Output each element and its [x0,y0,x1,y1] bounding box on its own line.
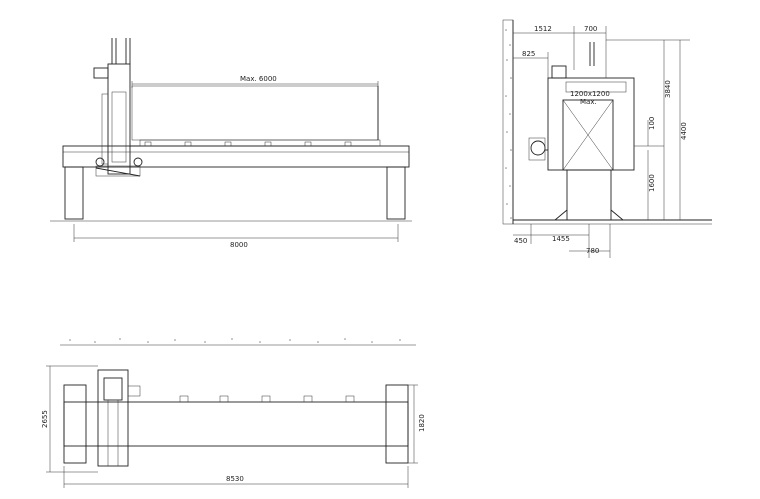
side-dim-1455: 1455 [531,224,590,258]
svg-text:1455: 1455 [552,235,570,243]
top-ground-hatch [60,338,416,346]
side-motor-block [551,65,567,79]
side-dim-1600: 1600 [647,150,656,220]
top-left-foot [63,384,87,464]
panel-size-label: 1200x1200 [570,90,610,98]
top-view: 2655 1820 8530 [41,338,426,488]
svg-text:4400: 4400 [680,122,688,140]
svg-text:780: 780 [586,247,599,255]
side-dim-1512: 1512 [513,25,575,70]
side-dim-780: 780 [569,224,611,258]
svg-text:3840: 3840 [664,80,672,98]
side-view: 1200x1200 Max. 1512 700 825 384 [502,19,712,258]
front-right-leg [386,166,406,220]
side-dim-700: 700 [574,25,607,78]
front-main-beam [62,145,410,168]
svg-text:100: 100 [648,117,656,130]
side-wall [502,19,514,225]
svg-text:1820: 1820 [418,414,426,432]
top-overall-length-dimension: 8530 [63,466,409,488]
top-dim-2655: 2655 [41,365,98,473]
top-dim-1820: 1820 [408,384,426,464]
top-overall-length-label: 8530 [226,475,244,483]
side-dim-825: 825 [513,50,549,78]
side-base-stand [566,169,612,221]
panel-max-label: Max. [580,98,597,106]
front-panel-outline [131,85,379,141]
side-panel-box [562,99,614,171]
svg-text:700: 700 [584,25,597,33]
top-right-foot [385,384,409,464]
side-dim-100: 100 [647,117,656,146]
front-motor-block [93,67,109,79]
side-dim-4400: 4400 [679,40,688,220]
side-wall-hatch [505,29,512,219]
front-view: Max. 6000 8000 [50,38,412,249]
front-left-leg [64,166,84,220]
svg-text:825: 825 [522,50,535,58]
top-clamps [179,395,355,403]
svg-text:450: 450 [514,237,527,245]
front-max-travel-label: Max. 6000 [240,75,277,83]
top-carriage [97,369,141,467]
front-max-travel-dimension: Max. 6000 [131,75,379,88]
side-roller [530,140,546,156]
side-dim-450: 450 [513,224,532,245]
front-column [93,38,143,177]
svg-text:1600: 1600 [648,174,656,192]
front-overall-length-label: 8000 [230,241,248,249]
top-main-beam [63,401,409,447]
svg-text:2655: 2655 [41,410,49,428]
svg-text:1512: 1512 [534,25,552,33]
front-overall-length-dimension: 8000 [73,224,399,249]
side-dim-3840: 3840 [606,39,690,220]
